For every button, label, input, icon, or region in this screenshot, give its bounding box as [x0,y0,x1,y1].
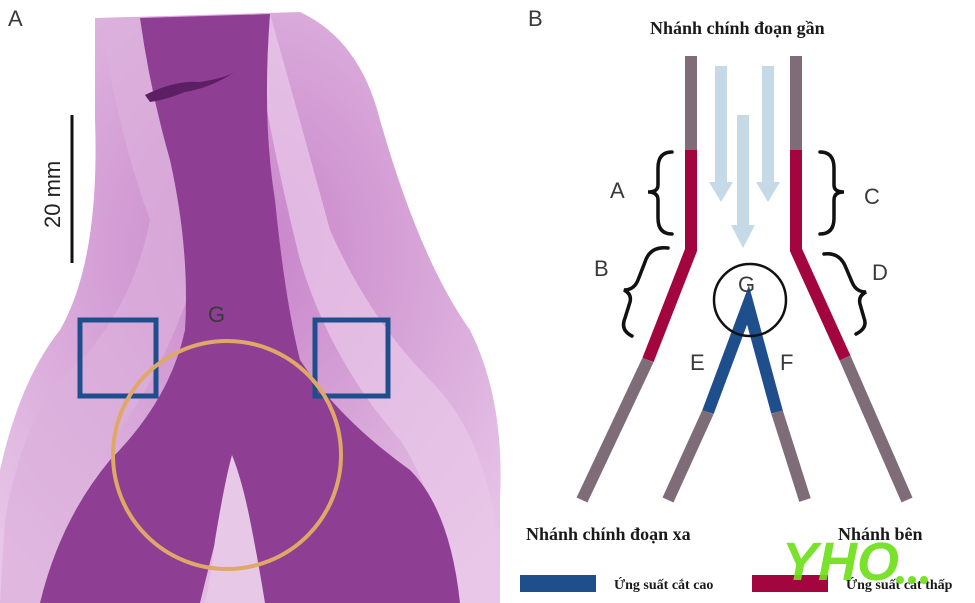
panel-a-letter: A [8,6,23,31]
brace-a [647,150,674,236]
proximal-branch-title: Nhánh chính đoạn gần [650,18,825,38]
carina [662,285,811,503]
tissue-right-wall [250,14,500,603]
label-b: B [594,256,609,281]
right-wall [790,56,913,503]
right-wall-low-shear [790,150,851,361]
right-wall-lower [839,355,913,503]
distal-branch-label: Nhánh chính đoạn xa [526,524,691,544]
brace-d [822,252,867,336]
watermark-logo: YHO [782,532,928,592]
flow-arrow-left [709,66,733,202]
label-c: C [864,184,880,209]
carina-left-lower [662,409,714,503]
legend: Ứng suất cắt cao Ứng suất cắt thấp [520,575,953,593]
marker-box-right [312,317,391,399]
thrombus-streak [145,72,235,102]
braces [621,150,867,338]
flow-arrows [709,66,780,248]
label-f: F [780,350,793,375]
watermark-dot-1 [896,576,904,584]
label-d: D [872,260,888,285]
bifurcation-circle [111,339,343,571]
panel-b: B Nhánh chính đoạn gần [526,6,923,544]
legend-low-swatch [752,575,828,592]
legend-high-swatch [520,575,596,592]
label-g: G [738,272,755,297]
watermark-dot-2 [908,576,916,584]
tissue-left-wall [0,20,200,603]
scale-label: 20 mm [40,161,65,228]
watermark-text: YHO [782,532,899,592]
panel-b-letter: B [528,6,543,31]
side-branch-label: Nhánh bên [838,524,923,544]
label-a: A [610,178,625,203]
left-wall-low-shear [642,150,697,363]
carina-high-shear [702,285,783,415]
brace-b [621,246,670,338]
panel-a: 20 mm A G [0,6,501,603]
flow-arrow-center [731,115,755,248]
marker-box-left [77,317,159,399]
left-wall [576,56,697,503]
brace-c [818,150,845,236]
carina-right-lower [771,410,811,502]
legend-high-label: Ứng suất cắt cao [614,576,713,593]
label-e: E [690,350,705,375]
flow-divider-circle [712,262,788,338]
watermark-dot-3 [920,576,928,584]
flow-arrow-right [756,66,780,202]
vessel-lumen [40,14,460,603]
panel-a-region-label: G [208,302,225,327]
left-wall-lower [576,357,654,503]
